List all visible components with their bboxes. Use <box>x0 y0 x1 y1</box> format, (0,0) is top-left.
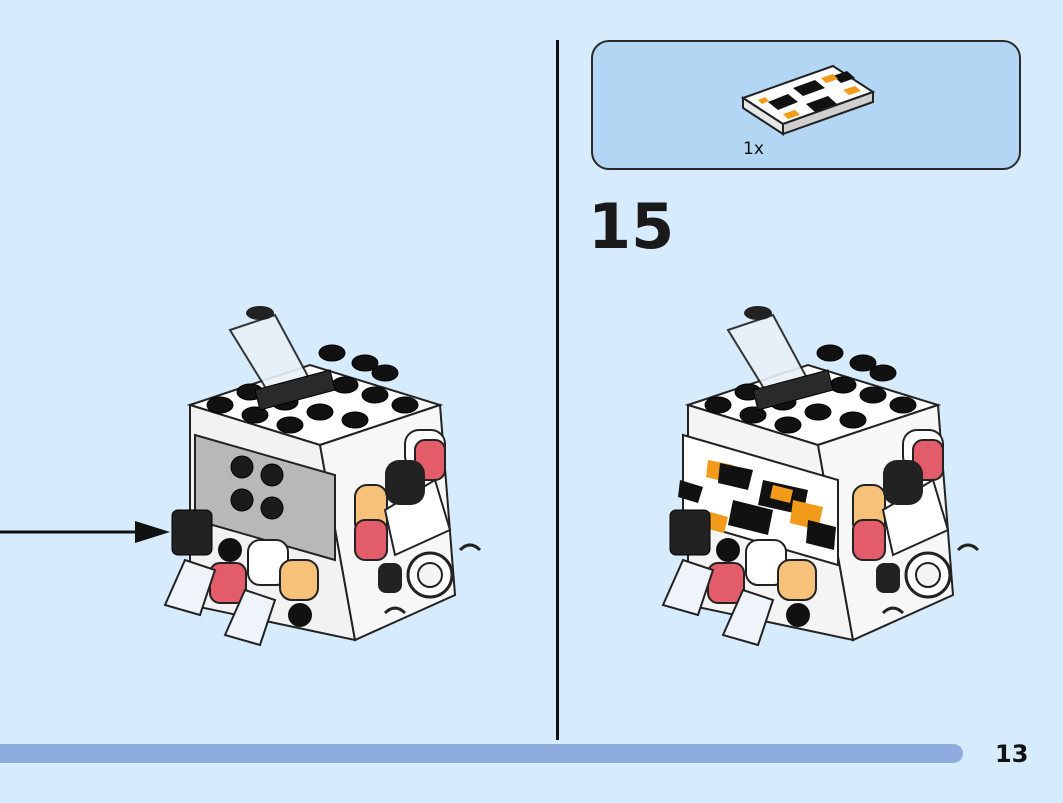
arrow-right-icon <box>0 521 170 543</box>
page-number: 13 <box>995 740 1029 768</box>
progress-bar <box>0 744 963 763</box>
step-number: 15 <box>588 190 675 263</box>
parts-callout: 1x <box>591 40 1021 170</box>
part-quantity-label: 1x <box>743 139 764 159</box>
page-divider <box>556 40 559 740</box>
model-before-step-image <box>163 306 482 647</box>
printed-tile-part-image <box>740 64 876 136</box>
model-after-step-image <box>661 306 980 647</box>
